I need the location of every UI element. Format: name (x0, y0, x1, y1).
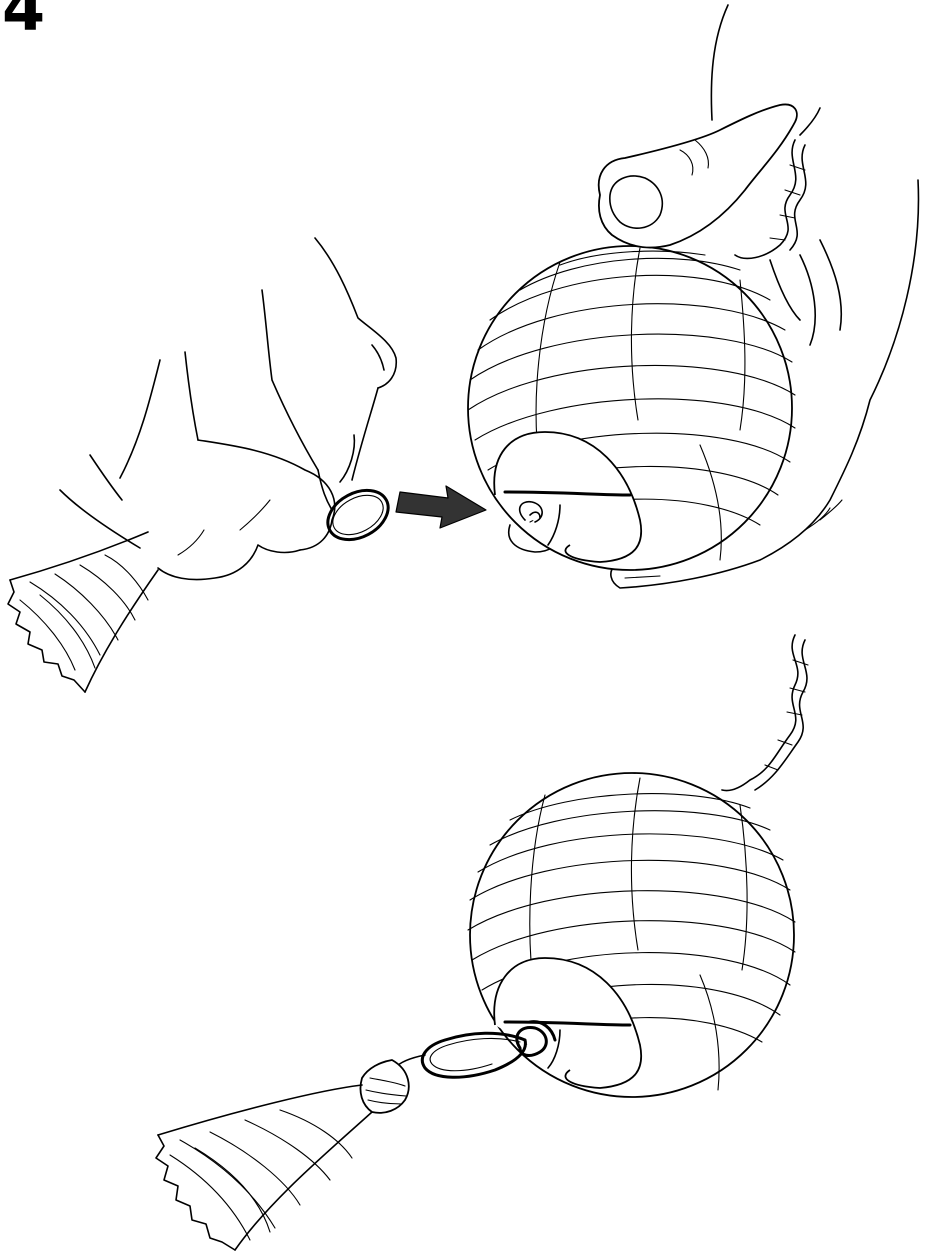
paper-lantern-bottom (468, 773, 795, 1097)
tassel-bottom (156, 1060, 409, 1250)
left-hand (60, 238, 396, 580)
thumb (599, 104, 797, 247)
hanging-cord-bottom (722, 635, 808, 791)
tassel-cord-bottom (395, 1033, 525, 1077)
paper-lantern-top (468, 246, 795, 570)
right-arrow-icon (396, 486, 486, 528)
tassel-top (8, 532, 158, 692)
